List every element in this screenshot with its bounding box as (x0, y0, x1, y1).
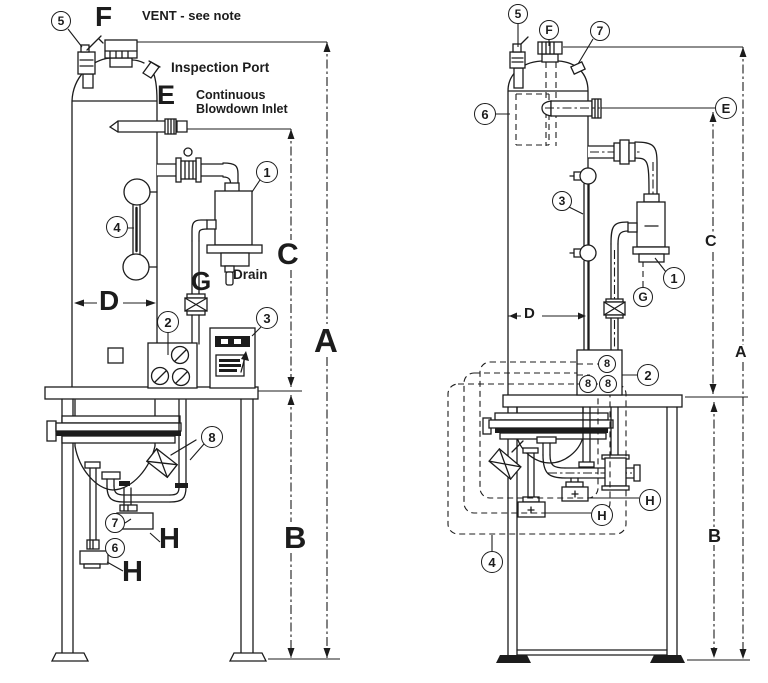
table-legs (61, 398, 254, 654)
safety-valve-body (509, 51, 526, 69)
left-control-box (147, 342, 198, 389)
left-callout-7: 7 (105, 513, 125, 533)
left-letter-g: G (191, 266, 212, 296)
left-letter-f: F (95, 1, 113, 32)
left-letter-b: B (283, 520, 308, 555)
vent-nozzle-cap (104, 39, 138, 59)
right-callout-6: 6 (474, 103, 496, 125)
left-bottom-piping (79, 399, 197, 569)
right-foot (228, 652, 268, 662)
left-letter-h-lower: H (122, 556, 143, 588)
right-callout-8-left: 8 (579, 375, 597, 393)
right-letter-d: D (524, 305, 535, 322)
right-letter-a: A (734, 344, 748, 361)
right-callout-f: F (539, 20, 559, 40)
safety-valve-body (77, 51, 96, 75)
left-note-drain: Drain (233, 267, 268, 282)
cross-fitting (604, 457, 627, 487)
right-enclosure-dashed (447, 361, 627, 535)
left-callout-6: 6 (105, 538, 125, 558)
right-callout-h-lower: H (591, 504, 613, 526)
drain-muffler-6 (79, 550, 109, 565)
left-note-vent: VENT - see note (142, 8, 241, 23)
right-callout-3: 3 (552, 191, 572, 211)
left-blowdown-lance (108, 118, 188, 135)
left-note-continuous: Continuous (196, 88, 266, 102)
left-callout-1: 1 (256, 161, 278, 183)
left-tank-plate-detail (107, 347, 124, 364)
left-foot (496, 655, 531, 663)
left-heater-bundle (46, 415, 182, 444)
table-legs (507, 406, 678, 656)
left-vent-assembly (77, 35, 161, 89)
safety-valve-lever (79, 35, 104, 67)
right-callout-2: 2 (637, 364, 659, 386)
right-callout-8-right: 8 (599, 375, 617, 393)
left-letter-a: A (313, 322, 339, 359)
right-callout-4: 4 (481, 551, 503, 573)
right-letter-b: B (707, 526, 722, 546)
right-leader-lines (491, 24, 667, 551)
right-heater-bundle (482, 412, 614, 440)
left-note-blowdown-inlet: Blowdown Inlet (196, 102, 288, 116)
right-callout-7: 7 (590, 21, 610, 41)
bottom-drain-valve (488, 447, 522, 481)
left-dimensions (67, 28, 340, 660)
right-vent-assembly (509, 36, 586, 89)
left-letter-d: D (99, 285, 120, 316)
right-letter-c: C (704, 233, 718, 250)
dome-plug-fitting (570, 60, 586, 76)
safety-valve-standpipe (82, 73, 94, 89)
right-callout-g: G (633, 287, 653, 307)
right-sight-glass (569, 167, 597, 351)
left-callout-5: 5 (51, 11, 71, 31)
right-inlet (541, 98, 602, 119)
left-callout-8: 8 (201, 426, 223, 448)
right-callout-5: 5 (508, 4, 528, 24)
left-letter-c: C (276, 238, 300, 271)
right-callout-h-upper: H (639, 489, 661, 511)
left-foot (50, 652, 90, 662)
vent-nozzle-neck (109, 57, 133, 68)
cross-brace (516, 649, 668, 656)
right-callout-8-top: 8 (598, 355, 616, 373)
left-gauge-panel (209, 327, 256, 389)
aftercooler-body (636, 201, 666, 248)
left-sight-glass (122, 178, 158, 281)
left-letter-h-upper: H (159, 523, 180, 555)
left-note-inspection-port: Inspection Port (171, 60, 270, 75)
left-callout-4: 4 (106, 216, 128, 238)
table-top (44, 386, 259, 400)
right-cooler-piping (587, 139, 670, 351)
internal-baffle-dashed (515, 93, 550, 146)
drain-nipple (225, 271, 234, 286)
left-cooler-piping (156, 147, 263, 345)
right-callout-e: E (715, 97, 737, 119)
right-dimensions (491, 24, 750, 661)
right-stand (496, 394, 685, 663)
left-callout-3: 3 (256, 307, 278, 329)
left-letter-e: E (157, 80, 176, 110)
left-callout-2: 2 (157, 311, 179, 333)
table-top (502, 394, 683, 408)
inspection-port-nozzle (142, 61, 160, 79)
right-callout-1: 1 (663, 267, 685, 289)
bottom-drain-valve (145, 447, 179, 479)
left-stand (44, 386, 268, 662)
aftercooler-body (214, 190, 253, 246)
right-foot (650, 655, 685, 663)
